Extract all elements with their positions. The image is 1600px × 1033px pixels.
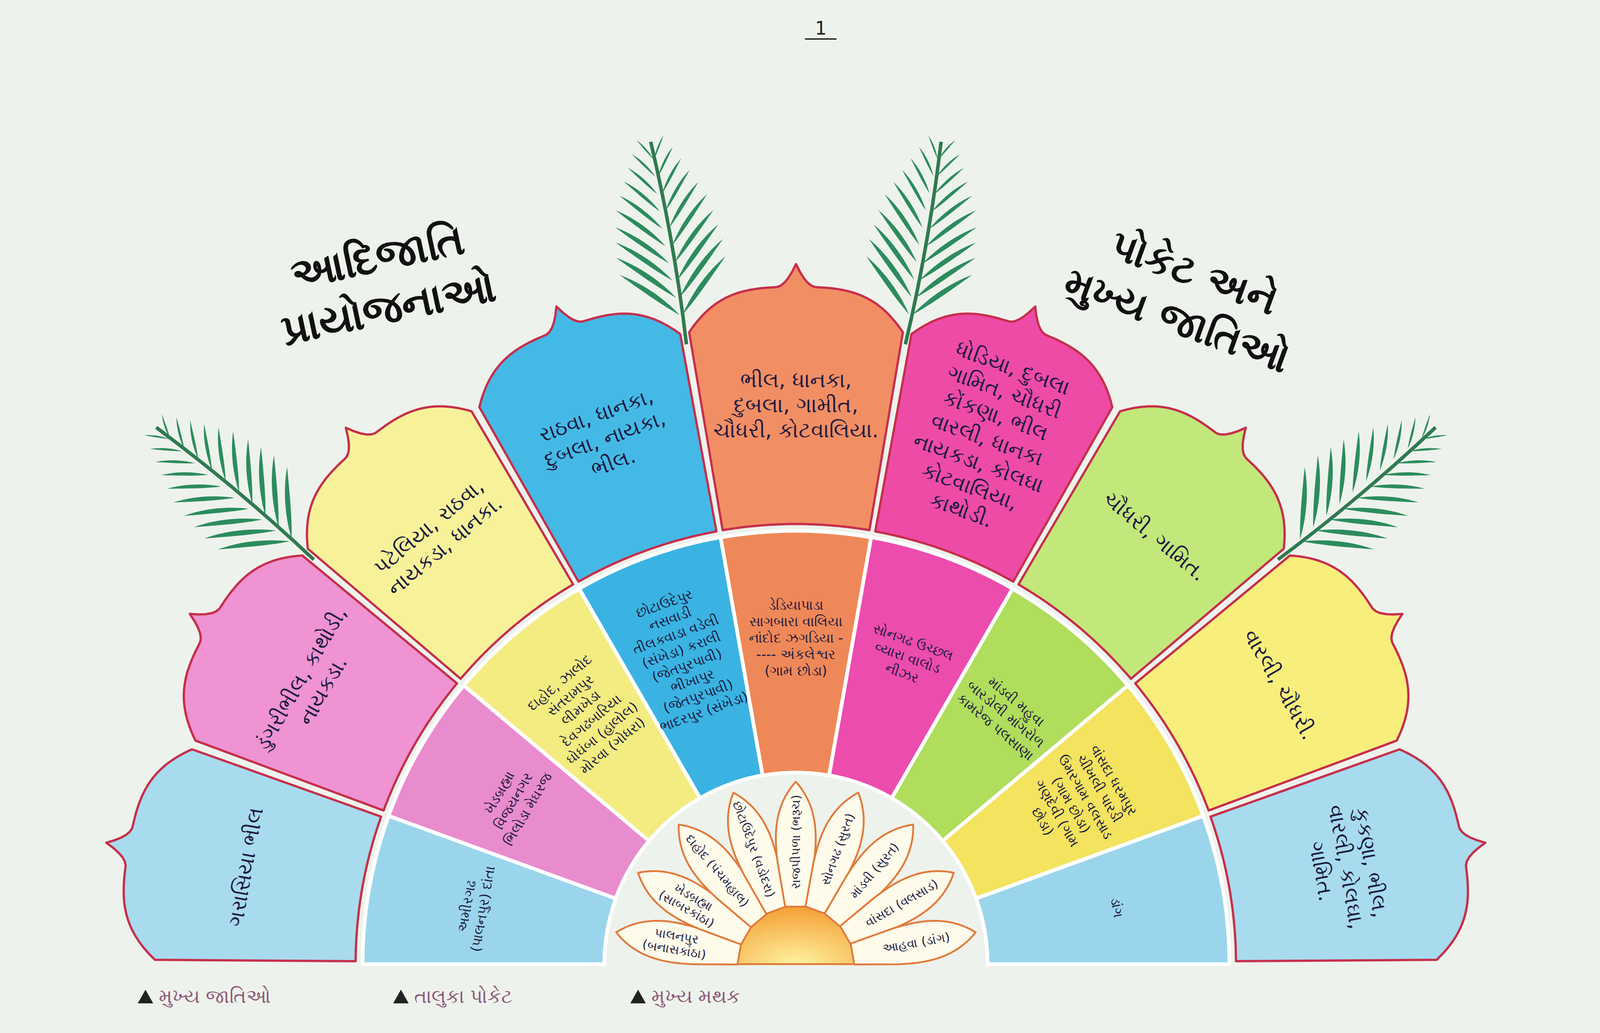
- tribe-list: ભીલ, ધાનકા, દુબલા, ગામીત, ચૌધરી, કોટવાલિ…: [711, 367, 881, 444]
- legend-item: મુખ્ય જાતિઓ: [136, 985, 271, 1008]
- side-heading: પોકેટ અને મુખ્ય જાતિઓ: [1048, 205, 1323, 388]
- taluka-list: ડેડિયાપાડા સાગબારા વાલિયા નાંદોદ ઝગડિયા …: [746, 597, 845, 680]
- legend-item: તાલુકા પોકેટ: [392, 985, 513, 1008]
- tribe-petal-outline: [479, 306, 717, 582]
- legend-text: મુખ્ય મથક: [651, 985, 741, 1008]
- taluka-segment-outline: [976, 815, 1230, 965]
- legend-marker: [629, 988, 647, 1005]
- tribe-petal: ભીલ, ધાનકા, દુબલા, ગામીત, ચૌધરી, કોટવાલિ…: [685, 259, 908, 535]
- page-number: 1: [805, 18, 837, 40]
- diagram-title: આદિજાતિ પ્રાયોજનાઓ: [238, 202, 529, 363]
- triangle-marker: [393, 989, 409, 1004]
- legend-text: તાલુકા પોકેટ: [414, 985, 513, 1008]
- legend-marker: [392, 988, 410, 1005]
- tribe-petal-outline: [1210, 749, 1486, 962]
- tribe-petal: કુકણા, ભીલ, વારલી, કોલઘા, ગામિત.: [1206, 745, 1490, 966]
- tribe-petal: રાઠવા, ધાનકા, દુબલા, નાયકા, ભીલ.: [475, 302, 721, 586]
- legend-text: મુખ્ય જાતિઓ: [158, 985, 271, 1008]
- legend-item: મુખ્ય મથક: [629, 985, 741, 1008]
- headquarter-petal-outline: [850, 920, 976, 965]
- triangle-marker: [137, 989, 154, 1004]
- tribe-petal-outline: [689, 264, 904, 530]
- headquarter-name: રાજપીપળા (ભરૂચ): [789, 788, 803, 896]
- legend-marker: [136, 988, 155, 1005]
- triangle-marker: [630, 989, 646, 1004]
